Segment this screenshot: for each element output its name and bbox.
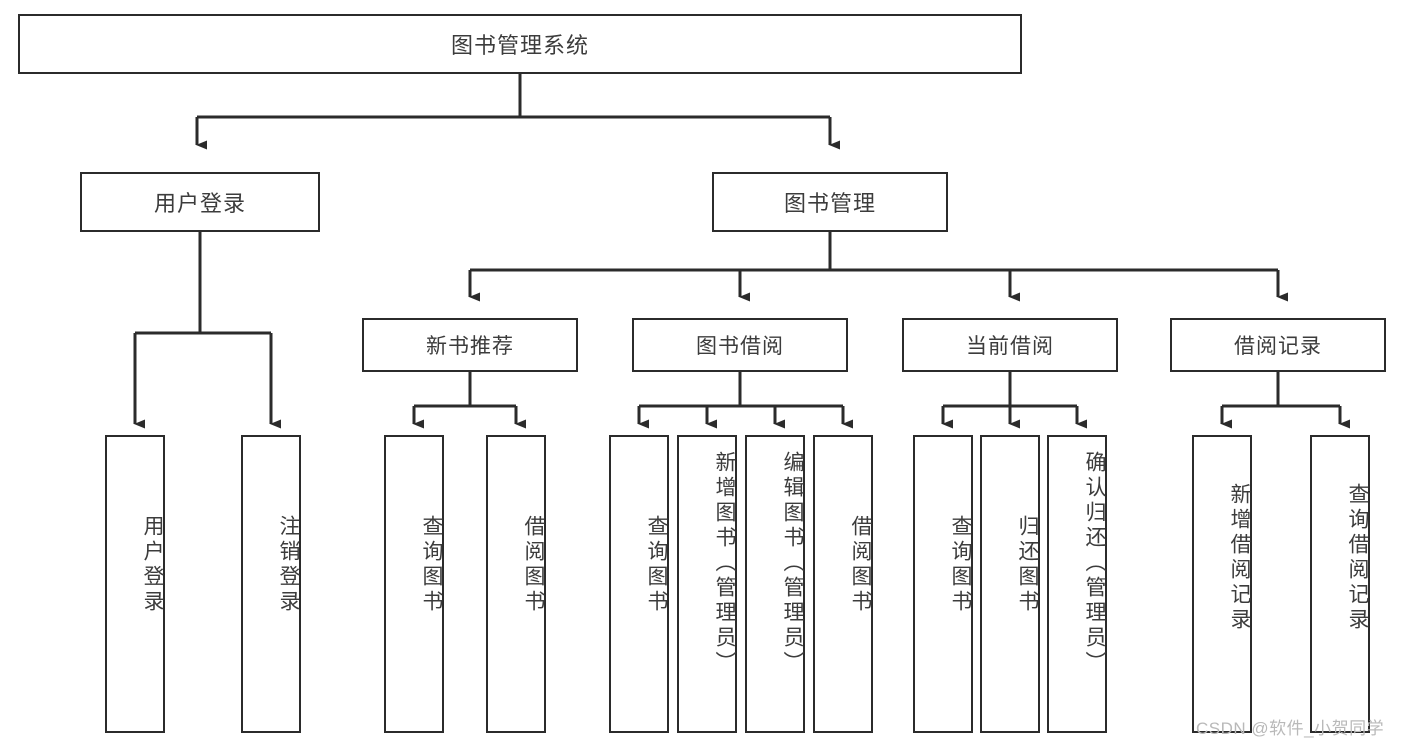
node-book-borrow[interactable]: 图书借阅 bbox=[632, 318, 848, 372]
node-current-borrow[interactable]: 当前借阅 bbox=[902, 318, 1118, 372]
node-leaf-logout-login[interactable]: 注销登录 bbox=[241, 435, 301, 733]
node-new-book-recommend[interactable]: 新书推荐 bbox=[362, 318, 578, 372]
node-leaf-user-login[interactable]: 用户登录 bbox=[105, 435, 165, 733]
node-leaf-confirm-return[interactable]: 确认归还（管理员） bbox=[1047, 435, 1107, 733]
node-root[interactable]: 图书管理系统 bbox=[18, 14, 1022, 74]
node-user-login[interactable]: 用户登录 bbox=[80, 172, 320, 232]
node-book-management[interactable]: 图书管理 bbox=[712, 172, 948, 232]
node-leaf-query-book-3[interactable]: 查询图书 bbox=[913, 435, 973, 733]
node-leaf-query-book-2[interactable]: 查询图书 bbox=[609, 435, 669, 733]
node-leaf-return-book[interactable]: 归还图书 bbox=[980, 435, 1040, 733]
node-leaf-edit-book[interactable]: 编辑图书（管理员） bbox=[745, 435, 805, 733]
csdn-watermark: CSDN @软件_小贺同学 bbox=[1196, 719, 1385, 738]
node-leaf-borrow-book-1[interactable]: 借阅图书 bbox=[486, 435, 546, 733]
node-leaf-add-book[interactable]: 新增图书（管理员） bbox=[677, 435, 737, 733]
node-leaf-query-book-1[interactable]: 查询图书 bbox=[384, 435, 444, 733]
node-leaf-add-record[interactable]: 新增借阅记录 bbox=[1192, 435, 1252, 733]
node-leaf-query-record[interactable]: 查询借阅记录 bbox=[1310, 435, 1370, 733]
node-leaf-borrow-book-2[interactable]: 借阅图书 bbox=[813, 435, 873, 733]
node-borrow-record[interactable]: 借阅记录 bbox=[1170, 318, 1386, 372]
